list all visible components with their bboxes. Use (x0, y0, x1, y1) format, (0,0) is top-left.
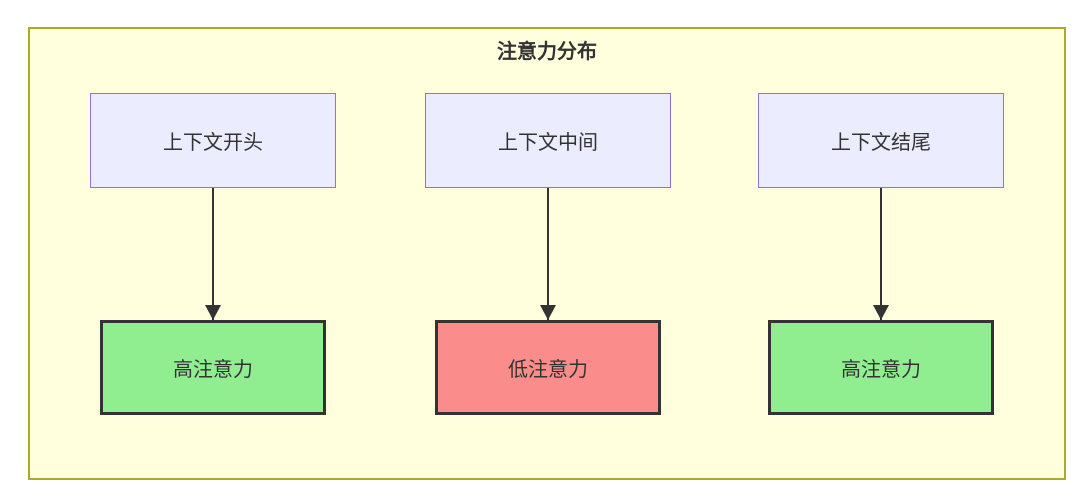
arrowhead-icon (205, 305, 221, 320)
arrowhead-icon (540, 305, 556, 320)
diagram-title: 注意力分布 (497, 41, 597, 63)
arrow-down-icon (205, 188, 221, 320)
flow-column-context-start: 上下文开头 高注意力 (88, 93, 338, 415)
flow-column-context-middle: 上下文中间 低注意力 (423, 93, 673, 415)
node-context-middle: 上下文中间 (425, 93, 671, 188)
node-context-start: 上下文开头 (90, 93, 336, 188)
arrow-down-icon (873, 188, 889, 320)
node-context-end: 上下文结尾 (758, 93, 1004, 188)
arrowhead-icon (873, 305, 889, 320)
node-low-attention: 低注意力 (435, 320, 661, 415)
node-high-attention-2: 高注意力 (768, 320, 994, 415)
flow-column-context-end: 上下文结尾 高注意力 (756, 93, 1006, 415)
node-high-attention-1: 高注意力 (100, 320, 326, 415)
arrow-down-icon (540, 188, 556, 320)
